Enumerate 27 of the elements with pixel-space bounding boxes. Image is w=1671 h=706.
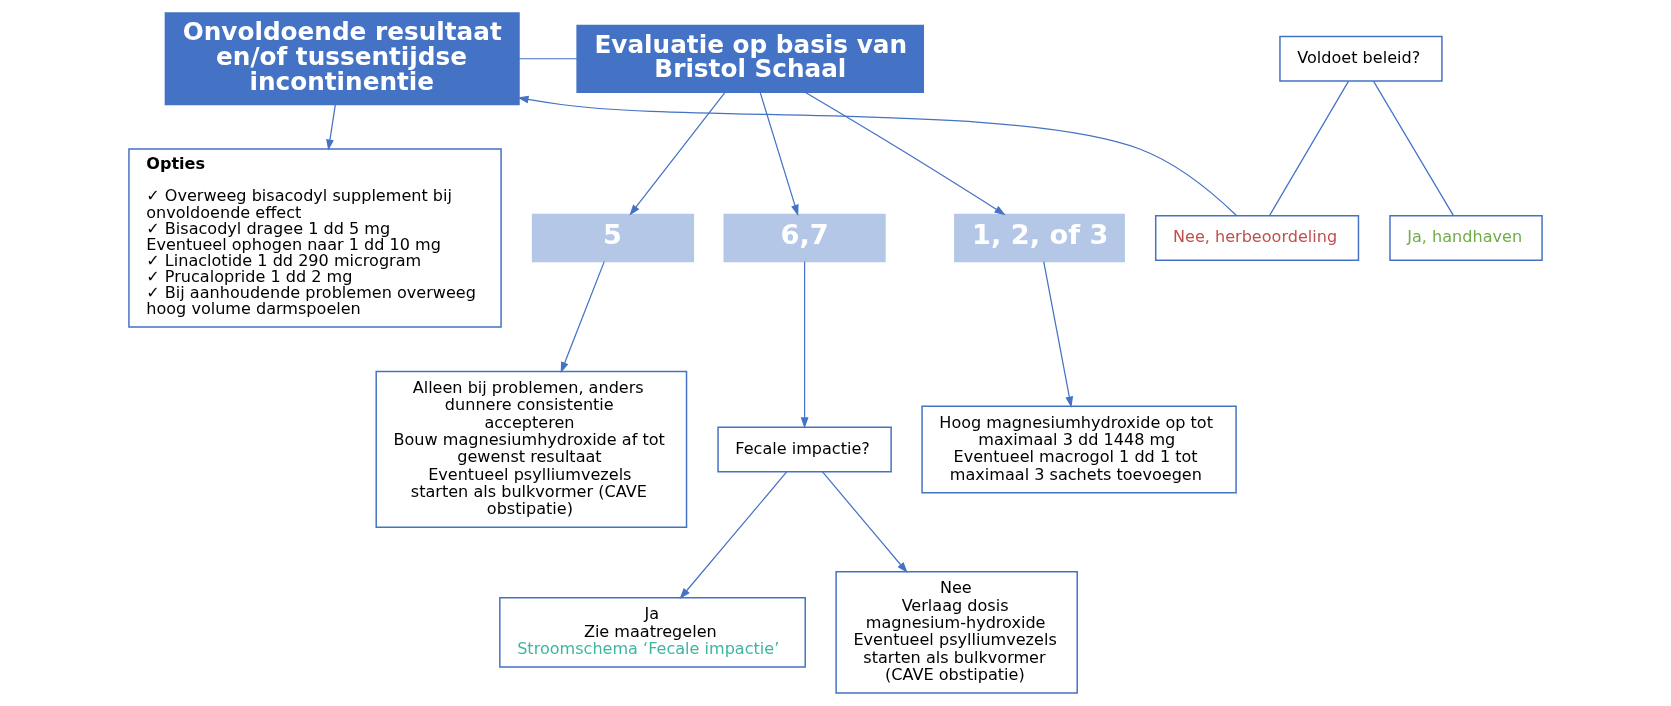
node-box: Evaluatie op basis van Bristol Schaal	[576, 24, 924, 93]
connector	[1269, 80, 1350, 216]
node-box: Alleen bij problemen, anders dunnere consistentie accepteren Bouw magnesiumhydroxide af tot gewenst resultaat Eventueel psylliumvezels starten als bulkvormer (CAVE obstipatie)	[375, 370, 688, 529]
node-box: 6,7	[723, 213, 886, 263]
arrow	[821, 471, 908, 574]
arrow	[759, 91, 799, 216]
node-box: Ja, handhaven	[1389, 215, 1543, 261]
node-box: Fecale impactie?	[717, 426, 892, 473]
connector	[518, 58, 578, 60]
node-box: Ja Zie maatregelen Stroomschema ‘Fecale impactie’	[499, 597, 806, 668]
node-box: Opties ✓ Overweeg bisacodyl supplement bij onvoldoende effect ✓ Bisacodyl dragee 1 dd 5 mg Eventueel ophogen naar 1 dd 10 mg ✓ Linaclotide 1 dd 290 microgram ✓ Prucalopride 1 dd 2 mg ✓ Bij aanhoudende problemen overweeg hoog volume darmspoelen	[128, 148, 502, 328]
node-box: Nee, herbeoordeling	[1154, 215, 1360, 261]
arrow	[326, 103, 336, 151]
arrow	[517, 95, 1238, 217]
node-box: Nee Verlaag dosis magnesium-hydroxide Eventueel psylliumvezels starten als bulkvormer (CAVE obstipatie)	[835, 571, 1078, 694]
arrow	[1043, 261, 1074, 408]
arrow	[800, 261, 809, 429]
node-box: 1, 2, of 3	[954, 213, 1125, 263]
node-box: Onvoldoende resultaat en/of tussentijdse incontinentie	[164, 12, 520, 106]
arrow	[804, 91, 1006, 216]
arrow	[679, 471, 788, 600]
node-box: 5	[531, 213, 695, 263]
node-box: Hoog magnesiumhydroxide op tot maximaal 3 dd 1448 mg Eventueel macrogol 1 dd 1 tot maximaal 3 sachets toevoegen	[921, 405, 1237, 494]
arrow	[560, 261, 605, 374]
node-box: Voldoet beleid?	[1279, 35, 1443, 82]
connector	[1373, 80, 1454, 216]
arrow	[629, 91, 726, 216]
